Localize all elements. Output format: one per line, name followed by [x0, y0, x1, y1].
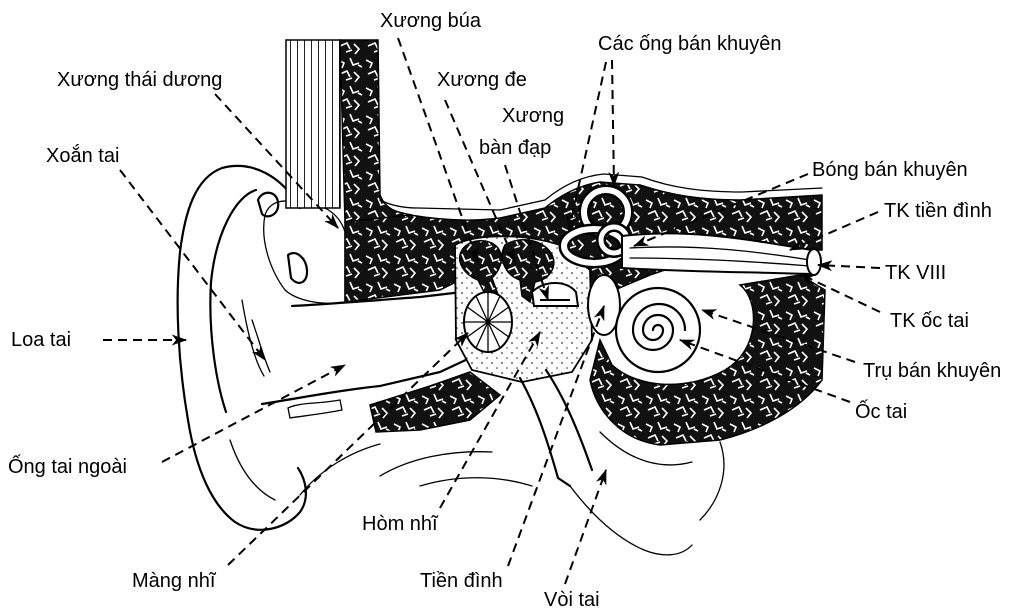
label-tk-tien-dinh: TK tiền đình	[884, 200, 992, 222]
temporal-bone-column	[340, 40, 412, 222]
antihelix	[230, 300, 275, 500]
concha-area	[264, 201, 345, 303]
helix-knob	[258, 193, 278, 217]
label-xuong-de: Xương đe	[437, 69, 527, 91]
label-hom-nhi: Hòm nhĩ	[362, 513, 439, 535]
label-mang-nhi: Màng nhĩ	[132, 570, 217, 592]
label-tien-dinh: Tiền đình	[420, 570, 503, 592]
pinna-outline	[178, 166, 306, 530]
label-xuong-ban-dap-line1: Xương	[502, 105, 564, 127]
stapes	[532, 283, 578, 306]
label-tru-ban-khuyen: Trụ bán khuyên	[863, 360, 1001, 382]
label-xuong-bua: Xương búa	[380, 10, 482, 32]
label-xuong-ban-dap-line2: bàn đạp	[479, 137, 551, 159]
tympanic-membrane	[464, 292, 512, 352]
temporal-bone-cochlear	[590, 275, 825, 445]
cochlea	[616, 288, 700, 372]
label-loa-tai: Loa tai	[11, 329, 71, 351]
nerve-end	[807, 249, 821, 275]
label-cac-ong-ban-khuyen: Các ống bán khuyên	[598, 33, 781, 55]
arrow-tk-viii	[818, 265, 880, 268]
eustachian-tube	[520, 370, 592, 486]
helix-fold	[210, 190, 256, 412]
label-xoan-tai: Xoắn tai	[46, 144, 119, 167]
label-oc-tai: Ốc tai	[855, 399, 907, 423]
tragus-cartilage	[288, 253, 307, 283]
label-voi-tai: Vòi tai	[544, 589, 600, 611]
lower-contours	[300, 432, 724, 555]
label-tk-oc-tai: TK ốc tai	[890, 310, 969, 332]
temporal-squama-lines	[286, 40, 340, 208]
temporal-bone-lower	[370, 372, 500, 432]
label-bong-ban-khuyen: Bóng bán khuyên	[812, 159, 968, 181]
arrow-cac-ong-ban-khuyen-1	[612, 60, 614, 186]
label-xuong-thai-duong: Xương thái dương	[57, 69, 222, 91]
canal-cartilage	[288, 400, 342, 418]
label-tk-viii: TK VIII	[885, 262, 946, 284]
label-ong-tai-ngoai: Ống tai ngoài	[8, 454, 127, 478]
